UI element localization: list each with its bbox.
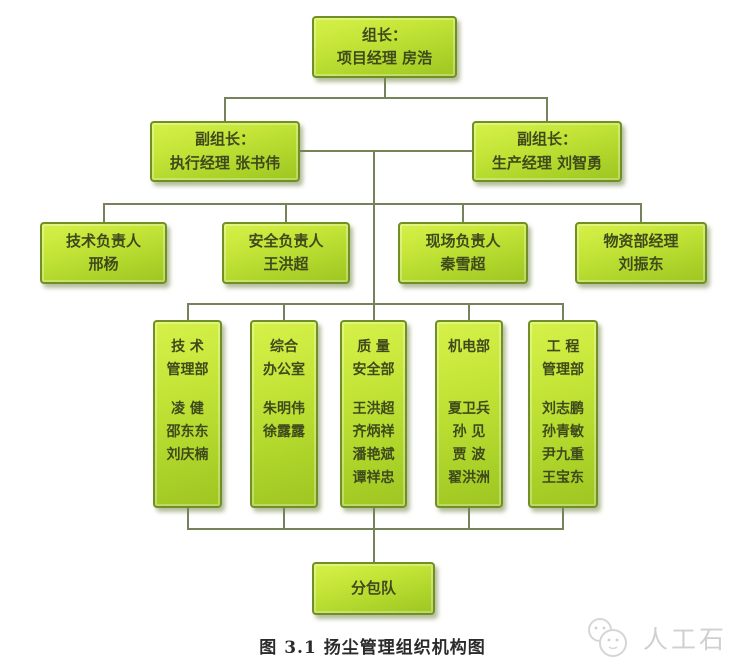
- connector-line: [103, 203, 642, 205]
- node-title: 物资部经理: [603, 231, 679, 250]
- dept-members: 夏卫兵 孙 见 贾 波 翟洪洲: [448, 401, 490, 487]
- connector-line: [462, 203, 464, 223]
- dept-name: 工 程 管理部: [542, 339, 584, 379]
- node-person: 王洪超: [263, 255, 309, 273]
- node-title: 安全负责人: [248, 231, 324, 250]
- cat-face-icon: [587, 618, 627, 657]
- node-dept-quality-safety: 质 量 安全部 王洪超 齐炳祥 潘艳斌 谭祥忠: [340, 320, 407, 508]
- connector-line: [283, 508, 285, 530]
- figure-caption: 图 3.1 扬尘管理组织机构图: [259, 638, 486, 658]
- dept-name: 综合 办公室: [263, 339, 305, 379]
- node-title: 组长：: [361, 25, 407, 44]
- dept-name: 机电部: [448, 339, 490, 355]
- node-person: 生产经理 刘智勇: [491, 153, 603, 172]
- connector-line: [546, 97, 548, 122]
- node-title: 技术负责人: [65, 231, 141, 250]
- connector-line: [224, 97, 226, 122]
- node-person: 项目经理 房浩: [336, 49, 433, 67]
- watermark: 人工石: [584, 616, 727, 660]
- dept-members: 刘志鹏 孙青敏 尹九重 王宝东: [542, 401, 584, 487]
- connector-line: [283, 303, 285, 321]
- connector-line: [373, 150, 375, 321]
- connector-line: [187, 528, 564, 530]
- node-dept-engineering: 工 程 管理部 刘志鹏 孙青敏 尹九重 王宝东: [528, 320, 598, 508]
- node-dept-mechanical-electrical: 机电部 夏卫兵 孙 见 贾 波 翟洪洲: [435, 320, 503, 508]
- dept-members: 朱明伟 徐露露: [263, 401, 305, 441]
- dept-members: 凌 健 邵东东 刘庆楠: [166, 401, 209, 464]
- connector-line: [187, 508, 189, 530]
- connector-line: [224, 97, 548, 99]
- watermark-text: 人工石: [642, 625, 727, 654]
- connector-line: [562, 303, 564, 321]
- connector-line: [187, 303, 564, 305]
- node-title: 副组长：: [516, 130, 577, 149]
- node-safety-director: 安全负责人 王洪超: [222, 222, 350, 284]
- node-dept-technology: 技 术 管理部 凌 健 邵东东 刘庆楠: [153, 320, 222, 508]
- node-deputy-leader-1: 副组长： 执行经理 张书伟: [150, 121, 300, 182]
- connector-line: [187, 303, 189, 321]
- node-group-leader: 组长： 项目经理 房浩: [312, 16, 457, 78]
- node-deputy-leader-2: 副组长： 生产经理 刘智勇: [472, 121, 622, 182]
- connector-line: [562, 508, 564, 530]
- node-materials-manager: 物资部经理 刘振东: [575, 222, 707, 284]
- node-person: 执行经理 张书伟: [169, 153, 281, 172]
- dept-name: 技 术 管理部: [166, 339, 209, 379]
- connector-line: [103, 203, 105, 223]
- node-person: 秦雪超: [440, 255, 486, 273]
- connector-line: [285, 203, 287, 223]
- connector-line: [468, 508, 470, 530]
- node-tech-director: 技术负责人 邢杨: [40, 222, 167, 284]
- node-person: 刘振东: [618, 255, 664, 273]
- connector-line: [640, 203, 642, 223]
- node-title: 分包队: [350, 578, 396, 597]
- dept-name: 质 量 安全部: [352, 339, 395, 379]
- connector-line: [300, 150, 472, 152]
- node-subcontract-team: 分包队: [312, 562, 435, 615]
- node-person: 邢杨: [88, 255, 119, 273]
- connector-line: [384, 78, 386, 99]
- node-title: 现场负责人: [425, 231, 501, 250]
- connector-line: [468, 303, 470, 321]
- connector-line: [373, 508, 375, 562]
- node-title: 副组长：: [194, 130, 255, 149]
- node-site-director: 现场负责人 秦雪超: [398, 222, 528, 284]
- dept-members: 王洪超 齐炳祥 潘艳斌 谭祥忠: [352, 401, 395, 487]
- node-dept-general-office: 综合 办公室 朱明伟 徐露露: [250, 320, 318, 508]
